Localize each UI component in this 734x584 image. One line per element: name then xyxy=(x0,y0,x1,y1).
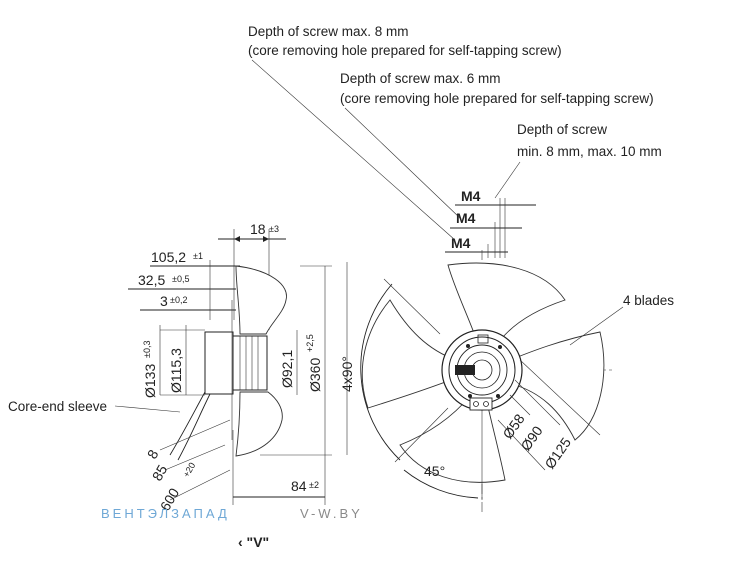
angle-45: 45° xyxy=(424,463,445,479)
dim-85: 85 xyxy=(149,462,171,484)
note-screw8-line2: (core removing hole prepared for self-ta… xyxy=(248,43,562,58)
dim-32: 32,5 xyxy=(138,272,165,288)
thread-m4-bottom: M4 xyxy=(451,235,471,251)
dim-360: Ø360 xyxy=(307,358,323,392)
dim-125: Ø125 xyxy=(541,434,574,471)
note-screw6-line2: (core removing hole prepared for self-ta… xyxy=(340,91,654,106)
dim-84: 84 xyxy=(291,478,307,494)
dim-360-tol: +2,5 xyxy=(305,334,315,352)
note-screw6-line1: Depth of screw max. 6 mm xyxy=(340,71,501,86)
label-core-end-sleeve: Core-end sleeve xyxy=(8,399,107,414)
dim-18-tol: ±3 xyxy=(269,224,279,234)
dim-105: 105,2 xyxy=(151,249,186,265)
leader-screw-range xyxy=(494,161,521,199)
blade-top xyxy=(447,262,566,347)
dim-92: Ø92,1 xyxy=(279,350,295,388)
dim-3: 3 xyxy=(160,293,168,309)
blade-left xyxy=(361,299,457,409)
dim-18: 18 xyxy=(250,221,266,237)
note-screw8-line1: Depth of screw max. 8 mm xyxy=(248,24,409,39)
blade-bottom xyxy=(399,395,506,483)
dim-133-tol: ±0,3 xyxy=(142,341,152,358)
thread-m4-top: M4 xyxy=(461,188,481,204)
thread-m4-mid: M4 xyxy=(456,210,476,226)
dim-105-tol: ±1 xyxy=(193,251,203,261)
dim-32-tol: ±0,5 xyxy=(172,274,189,284)
thread-callouts: M4 M4 M4 xyxy=(445,188,536,258)
dim-3-tol: ±0,2 xyxy=(170,295,187,305)
leader-blades xyxy=(569,306,624,346)
leader-screw8 xyxy=(251,59,456,241)
dim-8: 8 xyxy=(144,447,162,462)
front-view xyxy=(360,250,624,512)
blade-right xyxy=(509,331,605,441)
label-4-blades: 4 blades xyxy=(623,293,674,308)
watermark-brand: ВЕНТЭЛЗАПАД xyxy=(101,506,230,521)
side-view xyxy=(114,229,348,505)
watermark-site: V-W.BY xyxy=(300,506,363,521)
dim-133: Ø133 xyxy=(142,364,158,398)
dim-84-tol: ±2 xyxy=(309,480,319,490)
view-label: ‹ "V" xyxy=(238,534,269,550)
note-screw-range-line1: Depth of screw xyxy=(517,122,607,137)
dim-600-tol: +20 xyxy=(181,461,197,479)
dim-4x90: 4x90° xyxy=(339,356,355,392)
dim-115: Ø115,3 xyxy=(168,348,184,393)
note-screw-range-line2: min. 8 mm, max. 10 mm xyxy=(517,144,662,159)
leader-screw6 xyxy=(344,107,461,219)
